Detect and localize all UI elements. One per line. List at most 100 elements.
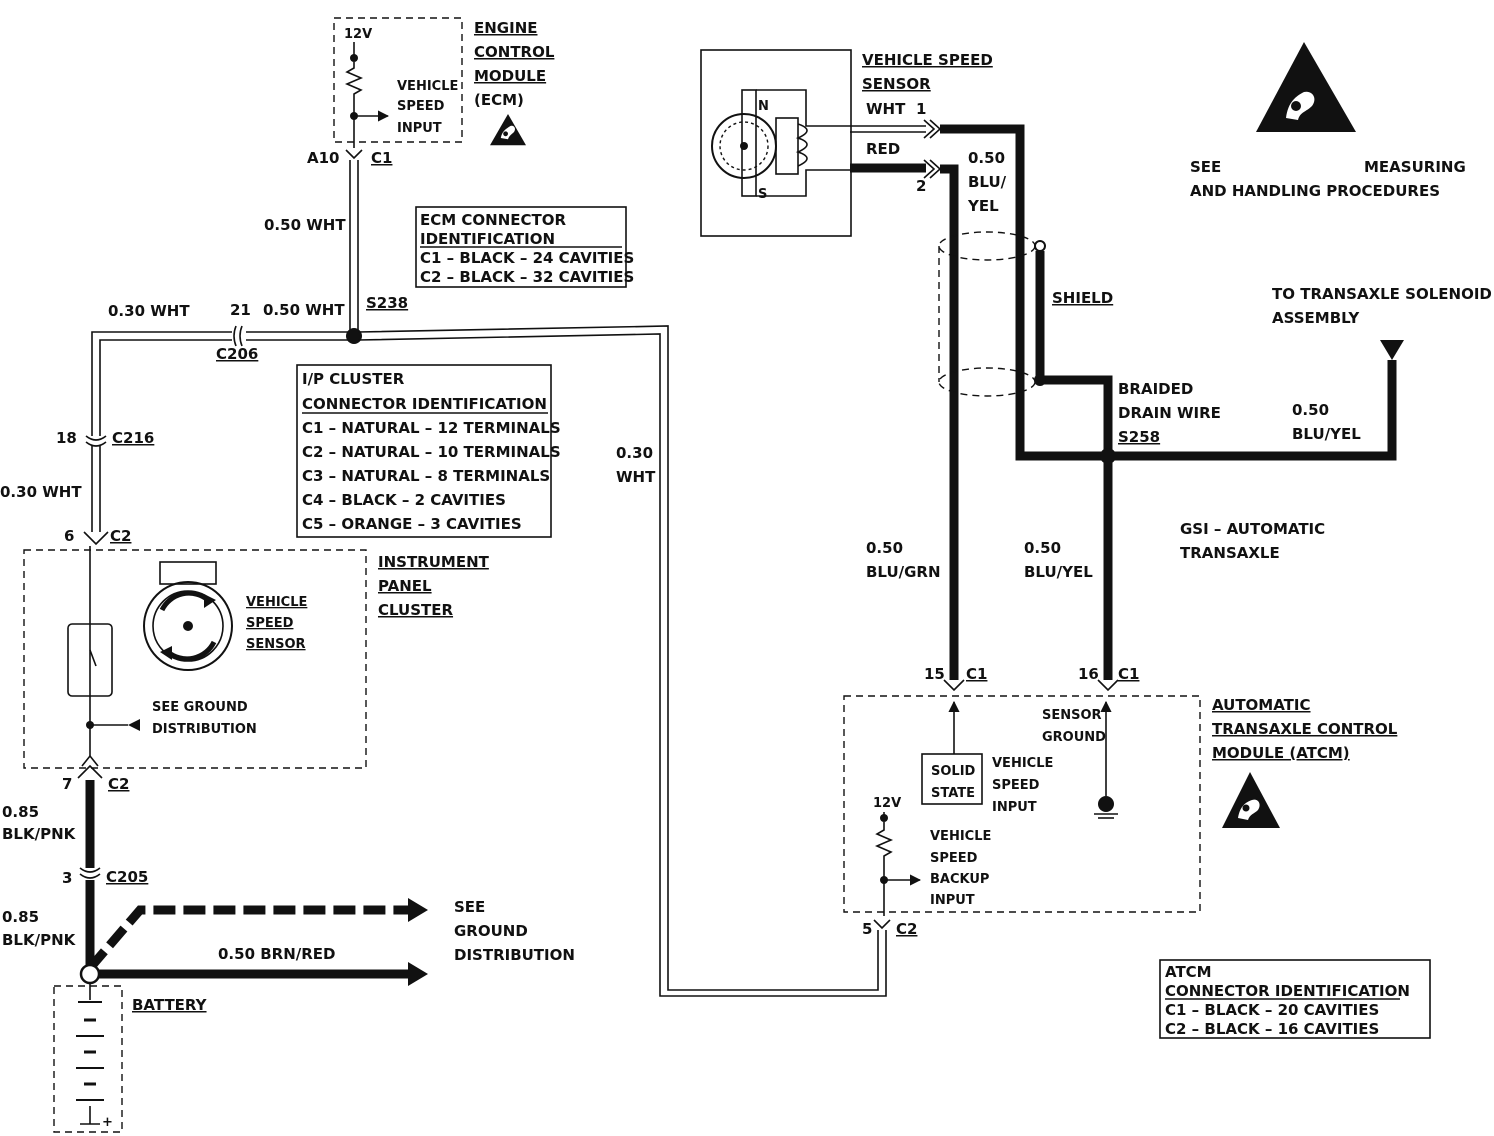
battery-label: BATTERY (132, 996, 208, 1014)
solenoid-label-2: ASSEMBLY (1272, 309, 1360, 327)
ecm-title-1: ENGINE (474, 19, 538, 37)
vehicle-speed-sensor: N S VEHICLE SPEED SENSOR WHT 1 RED 2 (700, 49, 993, 237)
bat-upper-label-1: 0.85 (2, 803, 39, 821)
ip-id-3: C1 – NATURAL – 12 TERMINALS (302, 419, 561, 437)
blu-yel-down-label-2: BLU/YEL (1024, 563, 1093, 581)
atcm-id-2: CONNECTOR IDENTIFICATION (1165, 982, 1410, 1000)
battery-outline (53, 985, 123, 1133)
atcm-id-4: C2 – BLACK – 16 CAVITIES (1165, 1020, 1379, 1038)
vss-pin1: 1 (916, 100, 926, 118)
cluster-title-2: PANEL (378, 577, 432, 595)
atcm-vsi-3: INPUT (992, 800, 1037, 815)
vss-harness: 0.50 BLU/ YEL SHIELD BRAIDED DRAIN WIRE … (866, 124, 1492, 680)
cluster-gauge-icon (67, 623, 113, 697)
s238-splice (346, 328, 362, 344)
atcm-title-1: AUTOMATIC (1212, 696, 1311, 714)
c2-top-label: C2 (110, 527, 131, 545)
c206-left-wire-label: 0.30 WHT (108, 302, 190, 320)
vss-blu-yel-2: BLU/ (968, 173, 1007, 191)
vss-outline (700, 49, 852, 237)
atcm-c2-connector-icon (873, 919, 891, 930)
esd-note-1a: SEE (1190, 158, 1221, 176)
solenoid-arrow-icon (1380, 340, 1404, 360)
ecm-input-line-3: INPUT (397, 121, 442, 136)
atcm-id-1: ATCM (1165, 963, 1212, 981)
ground-dist-arrow-icon (408, 898, 428, 922)
c216-label: C216 (112, 429, 154, 447)
atcm-title-2: TRANSAXLE CONTROL (1212, 720, 1398, 738)
c216-section: 18 C216 0.30 WHT 6 C2 (0, 429, 154, 546)
c2-bottom-pin: 7 (62, 775, 72, 793)
c216-below-wire-label: 0.30 WHT (0, 483, 82, 501)
c2-bottom-connector-icon (77, 764, 103, 779)
ecm-title-2: CONTROL (474, 43, 555, 61)
atcm-c2-pin: 5 (862, 920, 872, 938)
ip-cluster-id-box: I/P CLUSTER CONNECTOR IDENTIFICATION C1 … (296, 364, 561, 538)
solenoid-label-1: TO TRANSAXLE SOLENOID (1272, 285, 1492, 303)
ground-dist-2: GROUND (454, 922, 528, 940)
drain-wire (1035, 251, 1113, 456)
atcm-backup-4: INPUT (930, 893, 975, 908)
atcm-connector-id-box: ATCM CONNECTOR IDENTIFICATION C1 – BLACK… (1159, 959, 1431, 1039)
bat-lower-label-1: 0.85 (2, 908, 39, 926)
blu-yel-down-label-1: 0.50 (1024, 539, 1061, 557)
solenoid-wire (1108, 360, 1397, 461)
ecm-conn-id-2: IDENTIFICATION (420, 230, 555, 248)
ip-id-5: C3 – NATURAL – 8 TERMINALS (302, 467, 550, 485)
ecm-input-line-1: VEHICLE (397, 79, 458, 94)
ecm-wire-label: 0.50 WHT (264, 216, 346, 234)
battery-terminal (79, 963, 101, 985)
gsi-label-1: GSI – AUTOMATIC (1180, 520, 1325, 538)
c205-label: C205 (106, 868, 148, 886)
ground-dist-1: SEE (454, 898, 485, 916)
brn-red-arrow-icon (408, 962, 428, 986)
cluster-vss-icon (143, 581, 233, 671)
atcm-c1-15-pin: 15 (924, 665, 945, 683)
ip-id-6: C4 – BLACK – 2 CAVITIES (302, 491, 506, 509)
s238-left-wire-label: 0.50 WHT (263, 301, 345, 319)
cluster-ground-1: SEE GROUND (152, 700, 248, 715)
ecm-outline (333, 17, 463, 143)
atcm-c1-16-label: C1 (1118, 665, 1139, 683)
ip-id-1: I/P CLUSTER (302, 370, 405, 388)
vss-blu-yel-wire (940, 124, 1108, 461)
shield-label: SHIELD (1052, 289, 1113, 307)
ecm-title-3: MODULE (474, 67, 546, 85)
cluster-vss-2: SPEED (246, 616, 294, 631)
cluster-ground-2: DISTRIBUTION (152, 722, 257, 737)
vss-pin1-connector-icon (923, 119, 936, 139)
ecm-voltage: 12V (344, 27, 372, 42)
right-loop-label-1: 0.30 (616, 444, 653, 462)
vss-pin2: 2 (916, 177, 926, 195)
ground-dist-wire (86, 905, 408, 971)
drain-label-1: BRAIDED (1118, 380, 1193, 398)
vss-pole-s: S (758, 187, 767, 202)
gsi-label-2: TRANSAXLE (1180, 544, 1280, 562)
instrument-panel-cluster: SEE GROUND DISTRIBUTION VEHICLE SPEED SE… (23, 546, 490, 769)
sensor-ground-icon (1098, 796, 1114, 812)
blu-grn-label-1: 0.50 (866, 539, 903, 557)
atcm-id-3: C1 – BLACK – 20 CAVITIES (1165, 1001, 1379, 1019)
atcm-vsi-1: VEHICLE (992, 756, 1053, 771)
vss-pin2-connector-icon (923, 159, 936, 179)
ip-id-2: CONNECTOR IDENTIFICATION (302, 395, 547, 413)
vss-blu-yel-1: 0.50 (968, 149, 1005, 167)
c205-pin: 3 (62, 869, 72, 887)
c216-pin: 18 (56, 429, 77, 447)
atcm-title-3: MODULE (ATCM) (1212, 744, 1350, 762)
ecm-connector: C1 (371, 149, 392, 167)
vss-pole-n: N (758, 99, 769, 114)
battery-plus-icon: + (102, 1115, 113, 1130)
blu-grn-wire (940, 164, 959, 680)
solid-state-1: SOLID (931, 764, 976, 779)
cluster-vss-1: VEHICLE (246, 595, 307, 610)
atcm-c1-16-pin: 16 (1078, 665, 1099, 683)
atcm-voltage: 12V (873, 796, 901, 811)
battery-feed: 7 C2 0.85 BLK/PNK 3 C205 0.85 BLK/PNK 0.… (2, 764, 575, 986)
vss-wht-label: WHT (866, 100, 906, 118)
atcm-esd-icon (1222, 772, 1280, 828)
ground-dist-3: DISTRIBUTION (454, 946, 575, 964)
atcm-c1-15-label: C1 (966, 665, 987, 683)
ecm-conn-id-1: ECM CONNECTOR (420, 211, 567, 229)
